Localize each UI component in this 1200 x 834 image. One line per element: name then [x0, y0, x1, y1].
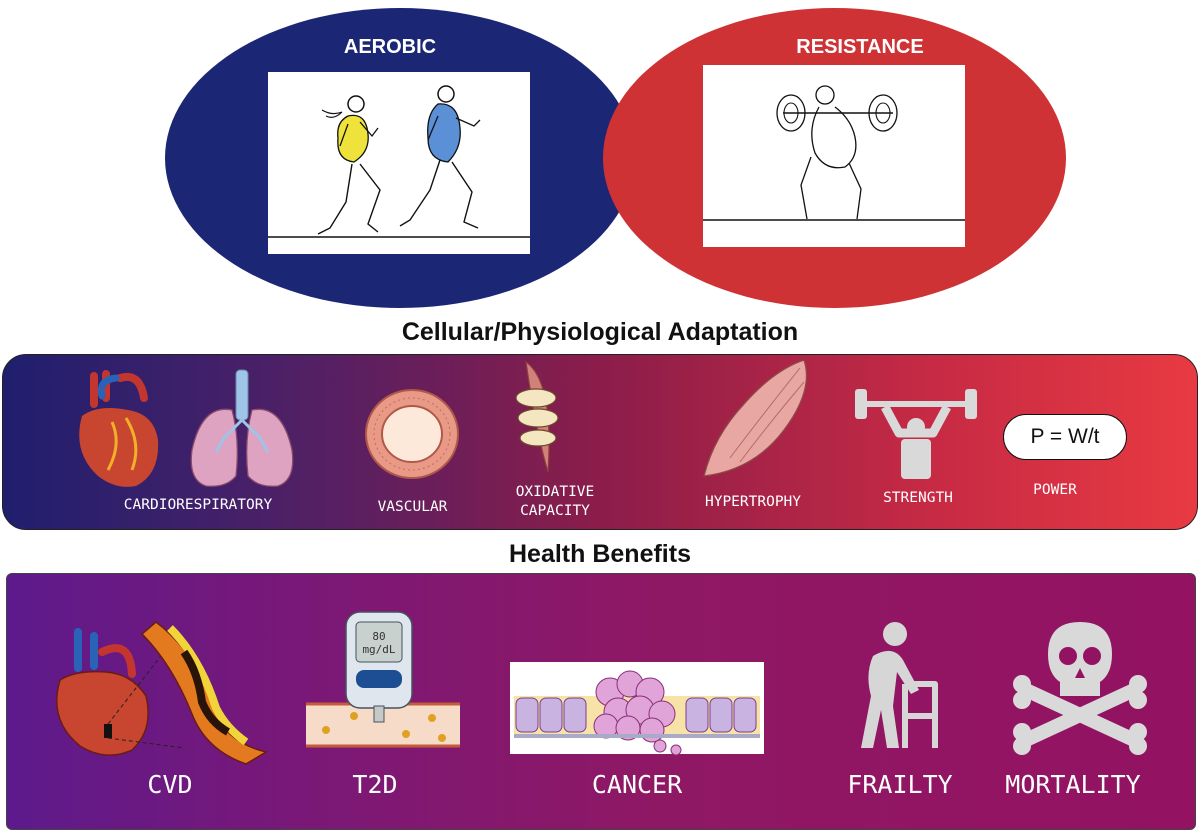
- glucose-value: 80: [372, 630, 386, 643]
- resistance-title: RESISTANCE: [796, 36, 924, 58]
- label-t2d: T2D: [352, 770, 398, 799]
- label-mortality: MORTALITY: [1005, 770, 1141, 799]
- label-cvd: CVD: [147, 770, 193, 799]
- heart-icon: [72, 370, 166, 492]
- tumor-cells-icon: [510, 662, 764, 756]
- power-formula: P = W/t: [1030, 425, 1100, 448]
- label-vascular: VASCULAR: [377, 499, 448, 515]
- squat-illustration: [703, 65, 965, 247]
- label-strength: STRENGTH: [883, 490, 953, 506]
- label-cancer: CANCER: [591, 770, 683, 799]
- glucose-unit: mg/dL: [362, 643, 396, 656]
- label-cardiorespiratory: CARDIORESPIRATORY: [123, 497, 273, 513]
- adaptation-title: Cellular/Physiological Adaptation: [401, 318, 799, 346]
- walker-person-icon: [833, 620, 945, 752]
- vessel-cross-section-icon: [360, 388, 464, 480]
- glucose-meter-icon: [306, 611, 460, 750]
- label-power: POWER: [1033, 482, 1077, 498]
- muscle-icon: [700, 358, 812, 478]
- weightlifter-icon: [855, 383, 977, 481]
- benefits-title: Health Benefits: [509, 540, 691, 568]
- heart-artery-icon: [44, 612, 274, 770]
- power-formula-box: P = W/t: [1003, 414, 1127, 460]
- label-oxidative: OXIDATIVE: [515, 484, 595, 500]
- runners-illustration: [268, 72, 530, 254]
- lungs-icon: [190, 369, 294, 488]
- skull-crossbones-icon: [1012, 620, 1148, 755]
- label-hypertrophy: HYPERTROPHY: [704, 494, 802, 510]
- aerobic-title: AEROBIC: [343, 36, 437, 58]
- mitochondria-muscle-icon: [508, 360, 564, 476]
- label-frailty: FRAILTY: [847, 770, 953, 799]
- label-capacity: CAPACITY: [520, 503, 590, 519]
